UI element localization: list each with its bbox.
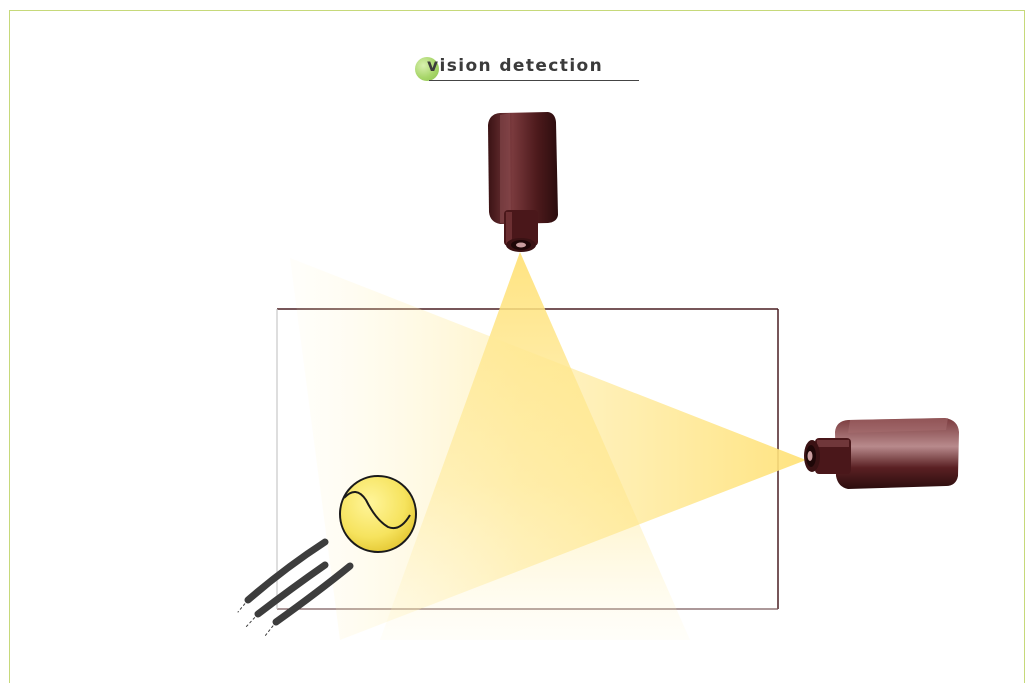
- tennis-ball-icon: [340, 476, 416, 552]
- side-camera-icon: [804, 418, 959, 489]
- top-camera-icon: [488, 112, 558, 252]
